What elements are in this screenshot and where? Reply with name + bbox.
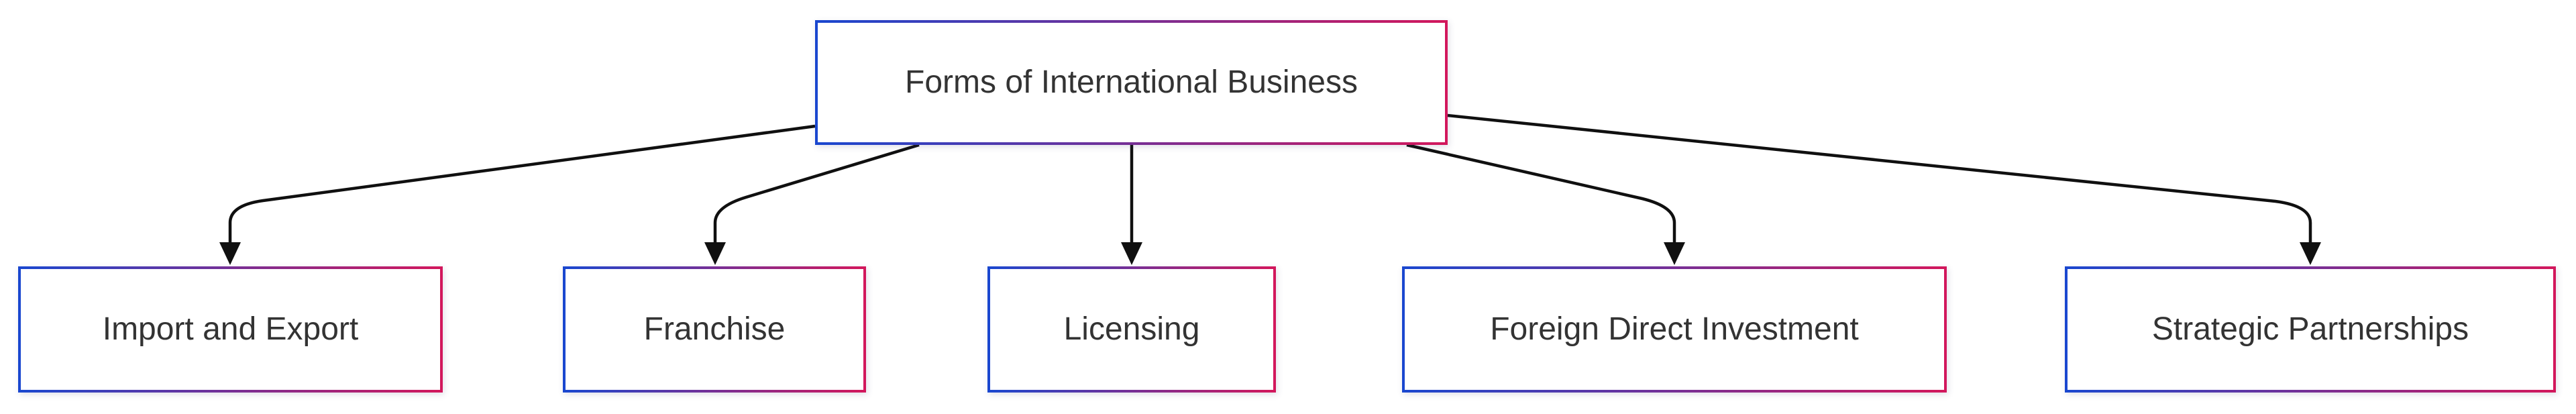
node-label: Foreign Direct Investment: [1490, 311, 1859, 348]
arrowhead-icon: [219, 242, 241, 265]
edge-root-to-licensing: [1121, 145, 1142, 265]
node-label: Licensing: [1063, 311, 1200, 348]
node-strategic-partnerships: Strategic Partnerships: [2065, 266, 2556, 393]
arrowhead-icon: [1121, 242, 1142, 265]
edge-root-to-franchise: [704, 143, 920, 265]
arrowhead-icon: [2300, 242, 2321, 265]
node-label: Strategic Partnerships: [2151, 311, 2469, 348]
edge-root-to-import-and-export: [219, 124, 816, 265]
node-licensing: Licensing: [987, 266, 1276, 393]
node-franchise: Franchise: [563, 266, 866, 393]
arrowhead-icon: [704, 242, 726, 265]
node-import-and-export: Import and Export: [18, 266, 443, 393]
arrowhead-icon: [1664, 242, 1685, 265]
edge-root-to-foreign-direct-investment: [1406, 143, 1685, 265]
node-foreign-direct-investment: Foreign Direct Investment: [1402, 266, 1947, 393]
edge-root-to-strategic-partnerships: [1447, 113, 2321, 265]
node-label: Import and Export: [102, 311, 359, 348]
node-forms-of-international-business: Forms of International Business: [815, 20, 1448, 145]
node-label: Franchise: [643, 311, 786, 348]
node-label: Forms of International Business: [905, 64, 1358, 101]
